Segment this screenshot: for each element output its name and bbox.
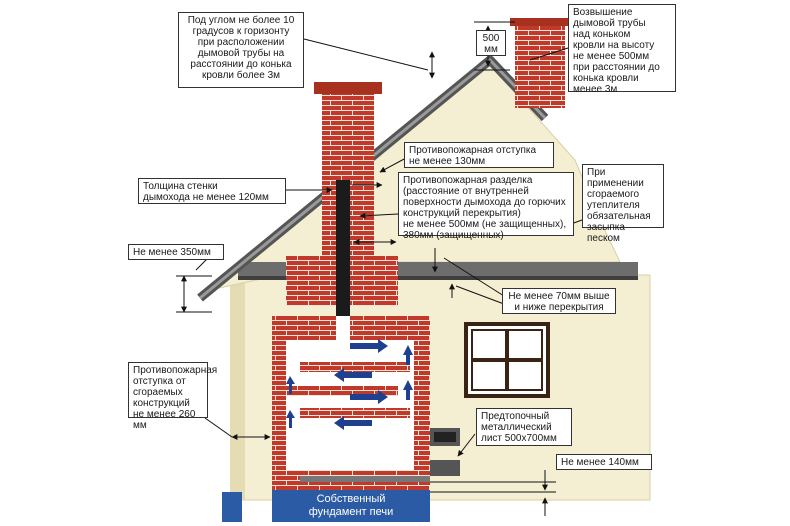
insulation-sand-label: При применении сгораемого утеплителя обя…: [582, 164, 664, 244]
fire-gap-260-label: Противопожарная отступка от сгораемых ко…: [128, 362, 217, 431]
ceiling-under: [238, 276, 638, 280]
fire-cut-label: Противопожарная разделка (расстояние от …: [398, 172, 574, 241]
min-140-label: Не менее 140мм: [556, 454, 652, 470]
pre-furnace-sheet-label: Предтопочный металлический лист 500х700м…: [476, 408, 572, 446]
min-350-label: Не менее 350мм: [128, 244, 224, 260]
dimension-500-label: 500 мм: [476, 30, 506, 56]
smoke-flow-arrows: [286, 339, 413, 430]
chimney-top: [510, 18, 570, 108]
ground-left: [222, 492, 242, 522]
house-window: [464, 322, 550, 398]
chimney-height-rule-label: Возвышение дымовой трубы над коньком кро…: [568, 4, 676, 95]
fire-gap-130-label: Противопожарная отступка не менее 130мм: [404, 142, 554, 168]
min-70-label: Не менее 70мм выше и ниже перекрытия: [502, 288, 616, 314]
stove-foundation-label: Собственный фундамент печи: [272, 490, 430, 522]
angle-rule-label: Под углом не более 10 градусов к горизон…: [178, 12, 304, 88]
leader-lines: [176, 21, 583, 516]
chimney-flue: [336, 256, 350, 316]
wall-thickness-label: Толщина стенки дымохода не менее 120мм: [138, 178, 286, 204]
